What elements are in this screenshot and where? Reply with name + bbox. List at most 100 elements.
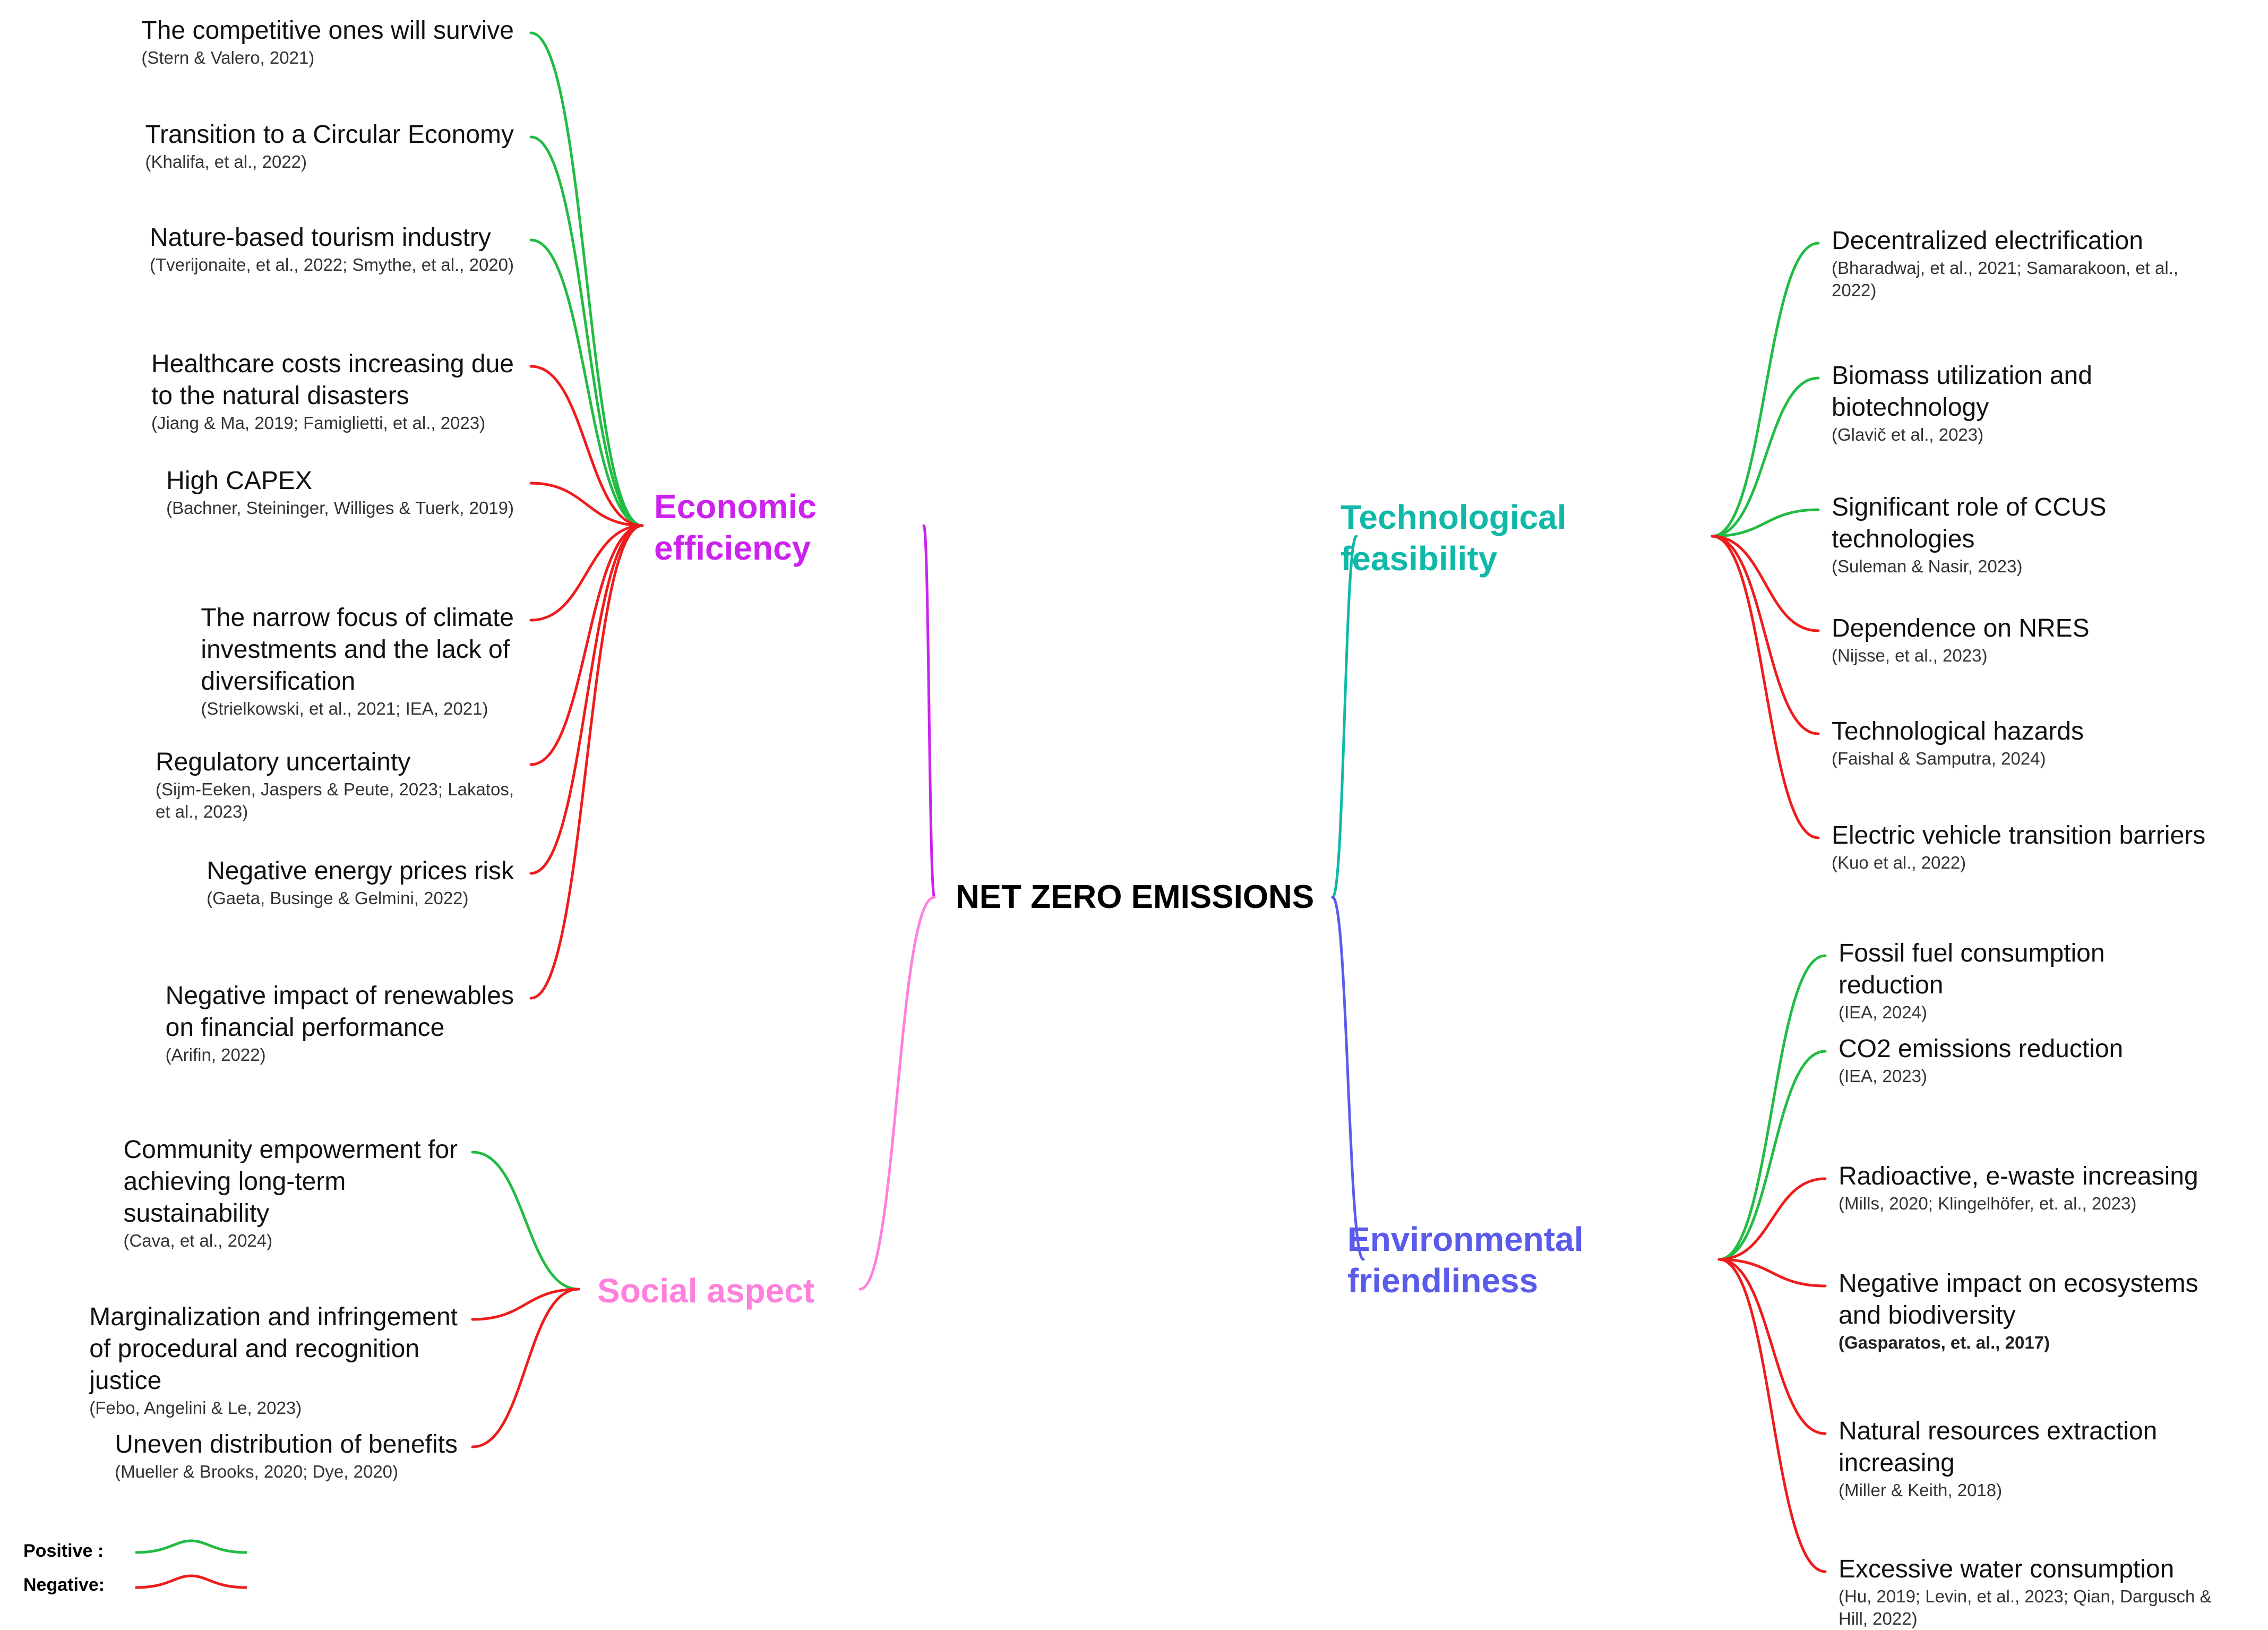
leaf-title: Radioactive, e-waste increasing: [1839, 1162, 2198, 1190]
leaf-node-negative: Excessive water consumption (Hu, 2019; Le…: [1839, 1554, 2256, 1630]
leaf-title: Dependence on NRES: [1832, 614, 2090, 642]
leaf-citation: 2022): [1832, 280, 1877, 300]
leaf-citation: (Glavič et al., 2023): [1832, 425, 1984, 444]
leaf-text: Nature-based tourism industry(Tverijonai…: [150, 222, 514, 276]
leaf-title: Transition to a Circular Economy: [145, 121, 514, 149]
branch-connector-social: [858, 896, 936, 1291]
leaf-citation: (IEA, 2023): [1839, 1066, 1927, 1086]
leaf-node-negative: High CAPEX(Bachner, Steininger, Williges…: [0, 465, 514, 519]
leaf-connector-negative: [1711, 535, 1820, 735]
leaf-text: Regulatory uncertainty(Sijm-Eeken, Jaspe…: [156, 747, 514, 823]
leaf-title: Significant role of CCUS: [1832, 493, 2107, 521]
leaf-title: Electric vehicle transition barriers: [1832, 821, 2206, 850]
leaf-connector-negative: [529, 524, 644, 622]
leaf-title: Community empowerment for: [123, 1136, 458, 1164]
leaf-title: Uneven distribution of benefits: [115, 1430, 458, 1459]
branch-connector-technological: [1331, 535, 1358, 899]
leaf-text: Radioactive, e-waste increasing (Mills, 2…: [1839, 1161, 2198, 1215]
leaf-text: Transition to a Circular Economy(Khalifa…: [145, 119, 514, 173]
leaf-node-positive: The competitive ones will survive(Stern …: [0, 15, 514, 69]
leaf-connector-negative: [529, 524, 644, 875]
leaf-node-positive: Decentralized electrification (Bharadwaj,…: [1832, 225, 2256, 302]
leaf-title: and biodiversity: [1839, 1301, 2016, 1329]
leaf-connector-positive: [529, 135, 644, 527]
leaf-connector-negative: [1717, 1177, 1827, 1261]
leaf-connector-negative: [529, 482, 644, 527]
leaf-title: Natural resources extraction: [1839, 1417, 2158, 1445]
leaf-node-positive: Fossil fuel consumption reduction (IEA, 20…: [1839, 938, 2256, 1024]
leaf-text: Technological hazards(Faishal & Samputra…: [1832, 716, 2084, 770]
legend-positive-swatch: [135, 1539, 247, 1554]
leaf-connector-negative: [1717, 1258, 1827, 1288]
leaf-title: Technological hazards: [1832, 717, 2084, 745]
leaf-title: diversification: [201, 667, 356, 696]
leaf-citation: (IEA, 2024): [1839, 1002, 1927, 1022]
leaf-connector-negative: [471, 1288, 580, 1448]
leaf-connector-negative: [1711, 535, 1820, 839]
leaf-title: Excessive water consumption: [1839, 1555, 2175, 1583]
leaf-text: Uneven distribution of benefits (Mueller …: [115, 1429, 458, 1483]
leaf-title: Healthcare costs increasing due: [151, 350, 514, 378]
leaf-text: Electric vehicle transition barriers(Kuo…: [1832, 820, 2205, 874]
leaf-title: Decentralized electrification: [1832, 227, 2143, 255]
category-label-line: Economic: [654, 487, 817, 526]
leaf-title: achieving long-term: [123, 1168, 346, 1196]
leaf-connector-negative: [1711, 535, 1820, 632]
category-label-line: Technological: [1341, 498, 1567, 536]
leaf-title: increasing: [1839, 1449, 1955, 1477]
leaf-citation: (Mueller & Brooks, 2020; Dye, 2020): [115, 1462, 399, 1481]
leaf-text: High CAPEX(Bachner, Steininger, Williges…: [166, 465, 514, 519]
root-node: NET ZERO EMISSIONS: [956, 879, 1315, 915]
leaf-connector-positive: [529, 238, 644, 527]
leaf-title: CO2 emissions reduction: [1839, 1035, 2124, 1063]
leaf-connector-negative: [529, 365, 644, 527]
leaf-title: Negative energy prices risk: [207, 857, 514, 885]
leaf-text: Negative energy prices risk(Gaeta, Busin…: [207, 855, 514, 910]
leaf-text: Dependence on NRES (Nijsse, et al., 2023): [1832, 613, 2090, 667]
leaf-title: Negative impact of renewables: [165, 982, 514, 1010]
category-label-line: friendliness: [1347, 1262, 1539, 1300]
category-label-line: feasibility: [1341, 539, 1498, 578]
leaf-title: reduction: [1839, 971, 1944, 999]
leaf-connector-negative: [529, 524, 644, 1000]
leaf-citation: (Stern & Valero, 2021): [141, 48, 315, 67]
leaf-connector-negative: [1717, 1258, 1827, 1573]
leaf-citation: (Bharadwaj, et al., 2021; Samarakoon, et…: [1832, 258, 2179, 278]
leaf-citation: et al., 2023): [155, 802, 248, 821]
category-environmental: Environmental friendliness: [1347, 1219, 1719, 1301]
leaf-title: Biomass utilization and: [1832, 362, 2092, 390]
leaf-citation: (Nijsse, et al., 2023): [1832, 646, 1988, 665]
leaf-text: Negative impact of renewables on financia…: [166, 980, 514, 1066]
leaf-text: Fossil fuel consumption reduction (IEA, 20…: [1839, 938, 2105, 1024]
leaf-title: on financial performance: [165, 1014, 445, 1042]
leaf-citation: Hill, 2022): [1839, 1609, 1918, 1628]
leaf-title: Nature-based tourism industry: [149, 224, 491, 252]
leaf-citation: (Suleman & Nasir, 2023): [1832, 556, 2023, 576]
leaf-citation: (Sijm-Eeken, Jaspers & Peute, 2023; Laka…: [155, 779, 514, 799]
leaf-citation: (Hu, 2019; Levin, et al., 2023; Qian, Da…: [1839, 1586, 2212, 1606]
leaf-connector-positive: [1711, 376, 1820, 538]
leaf-title: investments and the lack of: [201, 636, 510, 664]
category-label-line: Environmental: [1347, 1220, 1584, 1258]
leaf-connector-positive: [1717, 954, 1827, 1261]
leaf-citation: (Strielkowski, et al., 2021; IEA, 2021): [201, 699, 488, 718]
leaf-title: Fossil fuel consumption: [1839, 939, 2105, 967]
leaf-citation: (Mills, 2020; Klingelhöfer, et. al., 202…: [1839, 1194, 2137, 1213]
category-label-line: efficiency: [654, 529, 811, 567]
leaf-node-positive: Transition to a Circular Economy(Khalifa…: [0, 119, 514, 173]
leaf-node-positive: Nature-based tourism industry(Tverijonai…: [0, 222, 514, 276]
leaf-title: Marginalization and infringement: [89, 1303, 458, 1331]
